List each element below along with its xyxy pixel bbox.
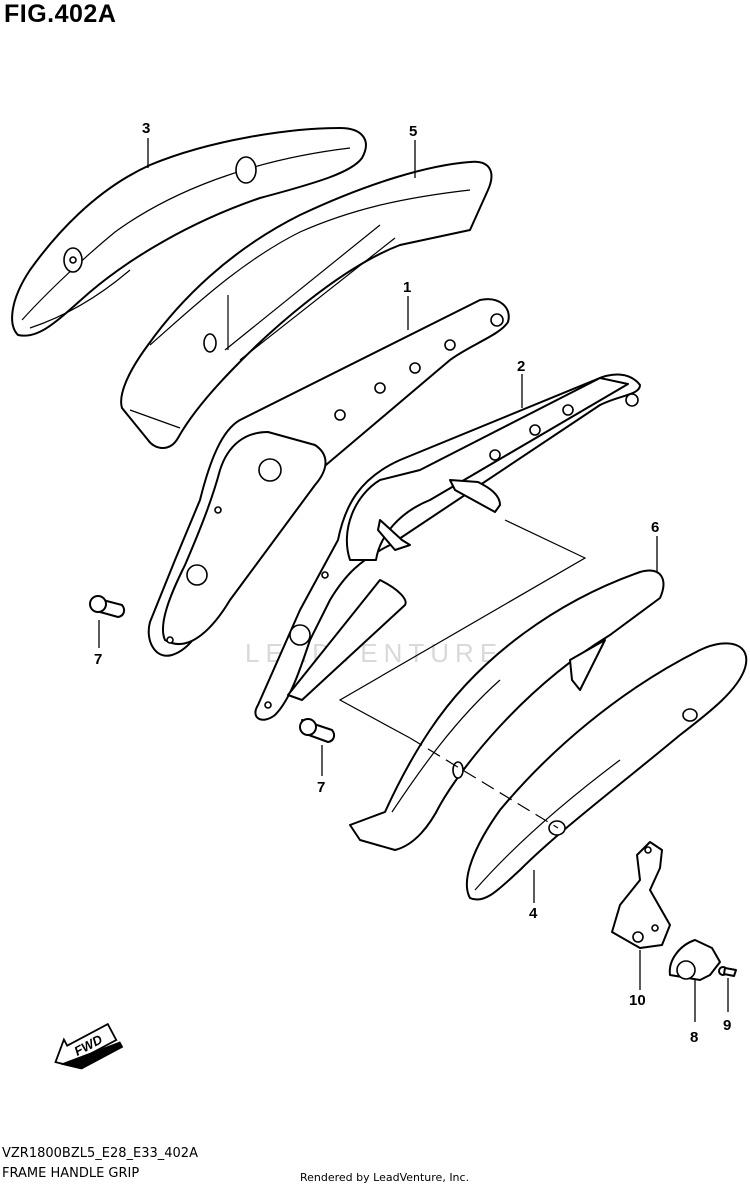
assembly-lines bbox=[338, 519, 587, 829]
figure-title: FIG.402A bbox=[4, 0, 117, 28]
model-code: VZR1800BZL5_E28_E33_402A bbox=[2, 1146, 198, 1161]
rendered-by: Rendered by LeadVenture, Inc. bbox=[300, 1171, 470, 1184]
callout-4: 4 bbox=[529, 905, 538, 922]
part-7-bolt-upper bbox=[89, 595, 126, 618]
part-8-clamp bbox=[668, 939, 721, 981]
callout-9: 9 bbox=[723, 1017, 731, 1034]
leader-lines bbox=[98, 138, 729, 1022]
callout-1: 1 bbox=[403, 279, 411, 296]
callout-6: 6 bbox=[651, 519, 659, 536]
part-10-mount-bracket bbox=[611, 841, 671, 949]
part-3-grip-cover bbox=[11, 127, 367, 337]
fwd-arrow-icon: FWD bbox=[54, 1022, 124, 1070]
part-2-bracket bbox=[254, 373, 641, 721]
callout-8: 8 bbox=[690, 1029, 698, 1046]
callout-7-lower: 7 bbox=[317, 779, 325, 796]
callout-10: 10 bbox=[629, 992, 646, 1009]
part-9-screw bbox=[718, 966, 737, 977]
part-7-bolt-lower bbox=[299, 718, 336, 743]
callout-3: 3 bbox=[142, 120, 150, 137]
part-6-side-cover bbox=[349, 569, 665, 851]
callout-2: 2 bbox=[517, 358, 525, 375]
part-1-bracket bbox=[147, 298, 510, 657]
diagram-name: FRAME HANDLE GRIP bbox=[2, 1166, 140, 1181]
callout-7-upper: 7 bbox=[94, 651, 102, 668]
part-5-grip-frame bbox=[120, 160, 493, 449]
callout-5: 5 bbox=[409, 123, 417, 140]
